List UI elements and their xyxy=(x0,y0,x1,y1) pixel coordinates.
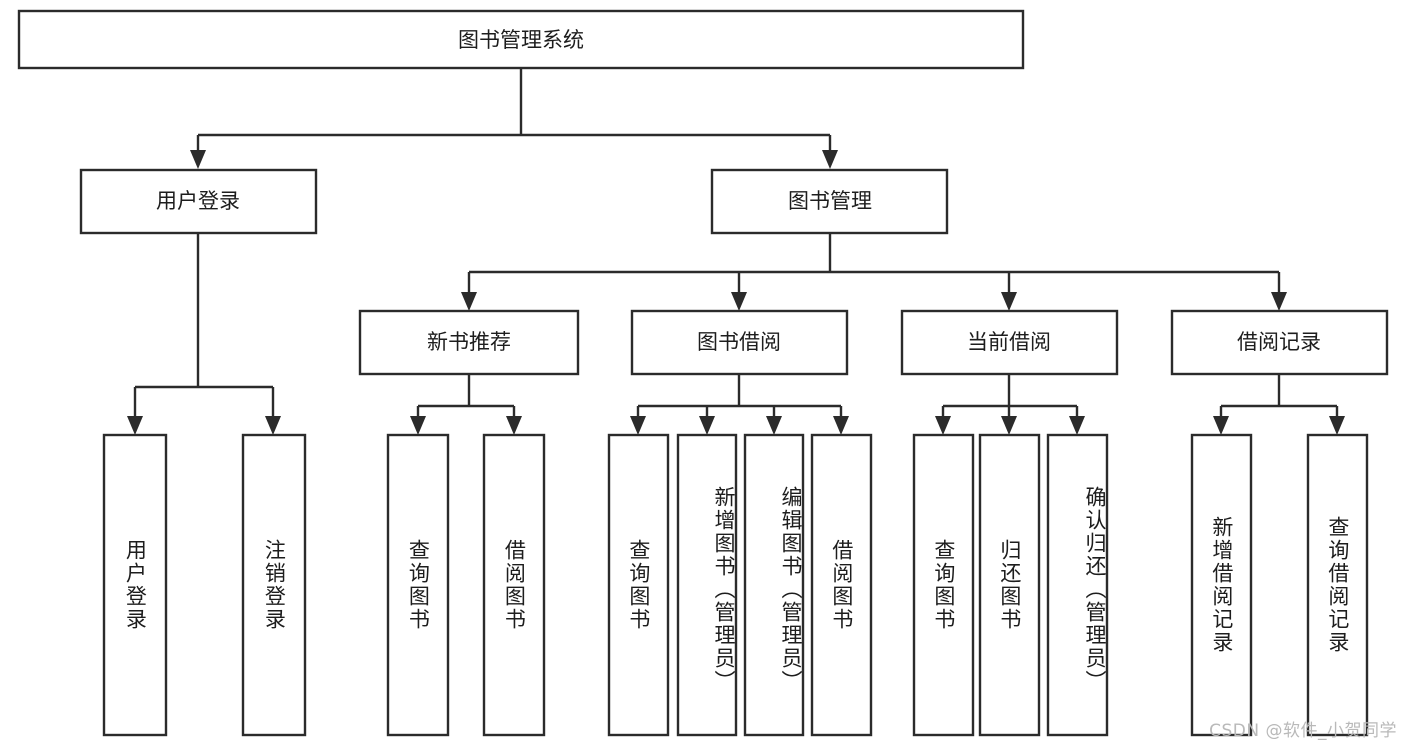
leaf-confirm-return-box[interactable] xyxy=(1046,433,1109,737)
arrowhead-leaf-query-borrow-record xyxy=(1329,416,1345,435)
arrowhead-leaf-user-login xyxy=(127,416,143,435)
leaf-logout-login-box[interactable] xyxy=(241,433,307,737)
leaf-query-book-2-box[interactable] xyxy=(607,433,670,737)
arrowhead-leaf-logout-login xyxy=(265,416,281,435)
connectors-new-book-recommend-to-leaves xyxy=(410,374,522,435)
connectors-root-to-level1 xyxy=(190,69,838,169)
leaf-return-book-box[interactable] xyxy=(978,433,1041,737)
node-user-login[interactable]: 用户登录 xyxy=(79,168,318,235)
arrowhead-leaf-borrow-book-2 xyxy=(833,416,849,435)
arrowhead-leaf-add-book xyxy=(699,416,715,435)
connectors-book-borrow-to-leaves xyxy=(630,374,849,435)
arrowhead-new-book-recommend xyxy=(461,292,477,311)
node-book-management[interactable]: 图书管理 xyxy=(710,168,949,235)
node-book-management-system[interactable]: 图书管理系统 xyxy=(17,9,1025,70)
arrowhead-leaf-add-borrow-record xyxy=(1213,416,1229,435)
leaf-boxes xyxy=(102,433,1369,737)
leaf-borrow-book-2-box[interactable] xyxy=(810,433,873,737)
node-current-borrow[interactable]: 当前借阅 xyxy=(900,309,1119,376)
arrowhead-leaf-confirm-return xyxy=(1069,416,1085,435)
node-new-book-recommend-box[interactable] xyxy=(358,309,580,376)
arrowhead-leaf-return-book xyxy=(1001,416,1017,435)
connectors-current-borrow-to-leaves xyxy=(935,374,1085,435)
node-user-login-box[interactable] xyxy=(79,168,318,235)
arrowhead-leaf-query-book-3 xyxy=(935,416,951,435)
csdn-watermark: CSDN @软件_小贺同学 xyxy=(1209,721,1397,741)
leaf-add-borrow-record-box[interactable] xyxy=(1190,433,1253,737)
connectors-user-login-to-leaves xyxy=(127,233,281,435)
node-borrow-record[interactable]: 借阅记录 xyxy=(1170,309,1389,376)
leaf-query-book-1-box[interactable] xyxy=(386,433,450,737)
node-user-login-label: 用户登录 xyxy=(156,189,240,213)
connectors-borrow-record-to-leaves xyxy=(1213,374,1345,435)
arrowhead-book-management xyxy=(822,150,838,169)
node-book-management-system-box[interactable] xyxy=(17,9,1025,70)
node-book-borrow-box[interactable] xyxy=(630,309,849,376)
arrowhead-leaf-query-book-2 xyxy=(630,416,646,435)
node-book-management-box[interactable] xyxy=(710,168,949,235)
node-book-borrow[interactable]: 图书借阅 xyxy=(630,309,849,376)
node-current-borrow-label: 当前借阅 xyxy=(967,330,1051,354)
node-new-book-recommend[interactable]: 新书推荐 xyxy=(358,309,580,376)
node-book-management-label: 图书管理 xyxy=(788,189,872,213)
connectors-book-management-to-level2 xyxy=(461,233,1287,311)
arrowhead-leaf-query-book-1 xyxy=(410,416,426,435)
arrowhead-book-borrow xyxy=(731,292,747,311)
arrowhead-borrow-record xyxy=(1271,292,1287,311)
arrowhead-user-login xyxy=(190,150,206,169)
leaf-query-borrow-record-box[interactable] xyxy=(1306,433,1369,737)
node-current-borrow-box[interactable] xyxy=(900,309,1119,376)
node-borrow-record-box[interactable] xyxy=(1170,309,1389,376)
leaf-user-login-box[interactable] xyxy=(102,433,168,737)
node-borrow-record-label: 借阅记录 xyxy=(1237,330,1321,354)
node-book-borrow-label: 图书借阅 xyxy=(697,330,781,354)
arrowhead-leaf-edit-book xyxy=(766,416,782,435)
leaf-query-book-3-box[interactable] xyxy=(912,433,975,737)
arrowhead-leaf-borrow-book-1 xyxy=(506,416,522,435)
node-new-book-recommend-label: 新书推荐 xyxy=(427,330,511,354)
node-book-management-system-label: 图书管理系统 xyxy=(458,28,584,52)
leaf-borrow-book-1-box[interactable] xyxy=(482,433,546,737)
arrowhead-current-borrow xyxy=(1001,292,1017,311)
leaf-edit-book-box[interactable] xyxy=(743,433,805,737)
leaf-add-book-box[interactable] xyxy=(676,433,738,737)
